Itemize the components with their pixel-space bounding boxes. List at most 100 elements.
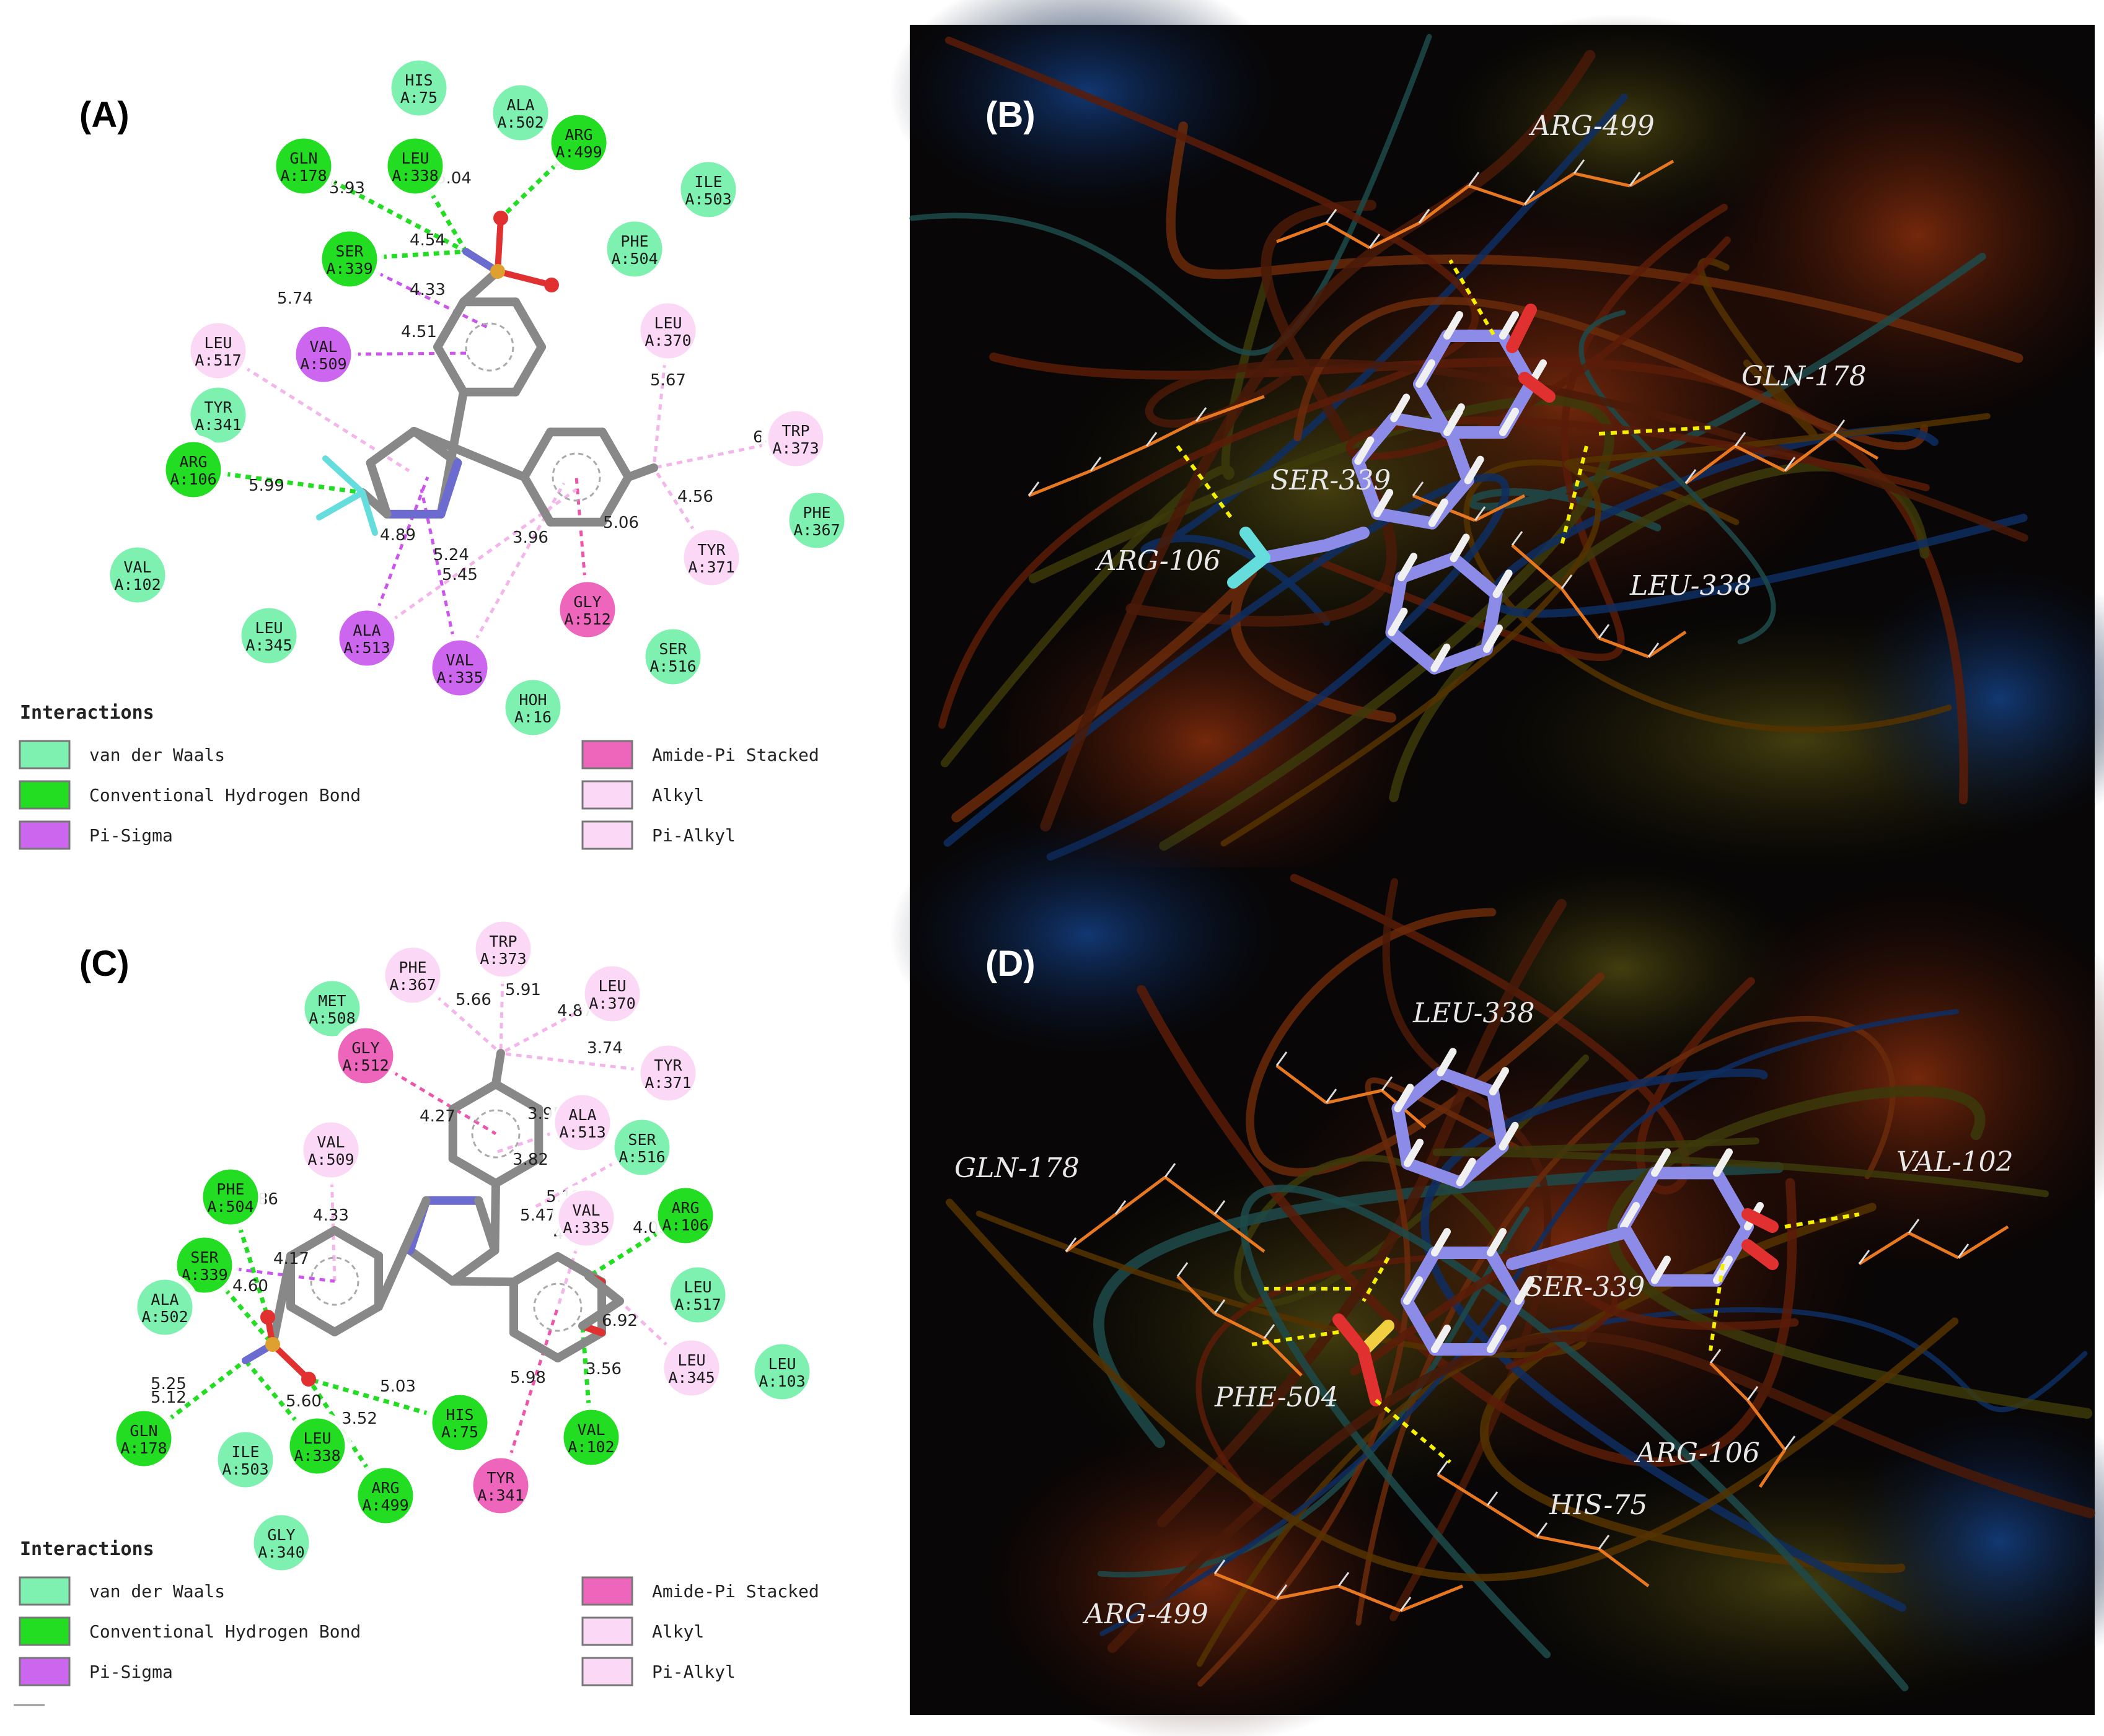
hydrogen-stick: [1437, 1460, 1449, 1475]
residue-label-3d: GLN-178: [1741, 361, 1867, 392]
ligand-bond: [359, 489, 378, 536]
residue-disk: [188, 321, 248, 380]
residue-disk: [288, 1416, 347, 1476]
distance-label: 3.96: [513, 528, 548, 547]
distance-label: 5.93: [329, 179, 365, 198]
ligand-bond: [322, 455, 366, 496]
residue-name: ALA: [151, 1291, 178, 1309]
distance-label: 5.06: [603, 514, 639, 532]
residue-id: A:367: [793, 521, 840, 539]
interaction-line-alkyl: [652, 467, 713, 559]
panel-b-protein-ribbons: [889, 0, 2104, 902]
distance-label: 3.82: [513, 1151, 548, 1169]
ligand-bond: [584, 1272, 624, 1305]
distance-label: 4.51: [401, 323, 437, 341]
distance-label: 5.91: [505, 981, 541, 999]
residue-id: A:340: [258, 1543, 304, 1561]
residue-disk: [557, 1188, 616, 1248]
residue-id: A:102: [568, 1438, 614, 1456]
residue-name: TYR: [654, 1056, 682, 1074]
residue-disk: [549, 113, 609, 172]
hydrogen-stick: [1114, 1200, 1127, 1215]
residue-stick-bond: [1784, 432, 1836, 472]
protein-backbone-coil: [1345, 236, 1930, 491]
ligand-bond: [448, 1080, 500, 1113]
residue-name: ARG: [371, 1479, 399, 1497]
legend-label: Conventional Hydrogen Bond: [89, 1621, 361, 1642]
legend-item-alkyl: Alkyl: [581, 1616, 704, 1646]
ligand-bond: [405, 1246, 457, 1286]
ligand-stick-bond: [1506, 1227, 1630, 1270]
ligand-bond: [459, 267, 502, 307]
hydrogen-stick: [1957, 1243, 1970, 1258]
ligand-hydrogen: [1487, 1324, 1507, 1353]
residue-stick-bond: [1734, 444, 1786, 473]
ligand-stick-bond: [1518, 372, 1556, 403]
hydrogen-stick: [1709, 1349, 1722, 1364]
residue-id: A:102: [114, 576, 161, 594]
legend-item-pi-sigma: Pi-Sigma: [19, 820, 173, 850]
residue-stick-bond: [1598, 636, 1649, 659]
protein-backbone-coil: [1145, 359, 2028, 542]
residue-stick-bond: [1338, 1584, 1401, 1613]
aromatic-ring-marker: [552, 452, 601, 502]
legend-label: Amide-Pi Stacked: [652, 1581, 819, 1602]
distance-label: 5.25: [151, 1375, 187, 1393]
hydrogen-stick: [1213, 1299, 1226, 1314]
residue-id: A:335: [563, 1219, 609, 1237]
distance-label: 5.98: [510, 1369, 546, 1387]
aromatic-ring-marker: [471, 1109, 521, 1159]
residue-stick-bond: [1709, 1362, 1749, 1401]
residue-label-3d: GLN-178: [954, 1152, 1080, 1184]
ligand-hydrogen: [1398, 553, 1418, 582]
residue-disk: [188, 385, 248, 445]
distance-label: 5.24: [433, 546, 469, 564]
residue-disk: [503, 678, 563, 737]
residue-id: A:75: [441, 1423, 478, 1441]
ligand-hydrogen: [1464, 455, 1484, 484]
interaction-line-hbond: [588, 1214, 687, 1278]
residue-id: A:106: [662, 1216, 708, 1234]
residue-stick-bond: [1684, 445, 1736, 484]
panel-c-ligand-structure: [242, 1049, 624, 1387]
ligand-stick-bond: [1385, 626, 1441, 675]
ligand-bond: [474, 1196, 500, 1255]
ligand-hydrogen: [1482, 624, 1503, 653]
residue-name: TRP: [489, 932, 517, 950]
ligand-bond: [491, 1154, 544, 1188]
ligand-stick-bond: [1486, 1085, 1509, 1153]
interaction-line-alkyl: [500, 1051, 669, 1075]
ligand-bond: [448, 1154, 500, 1188]
ligand-stick-bond: [1741, 1208, 1779, 1233]
distance-label: 5.45: [442, 566, 478, 584]
residue-disk: [612, 1118, 672, 1177]
residue-name: ARG: [179, 453, 207, 471]
protein-backbone-coil: [1239, 1185, 1909, 1691]
residue-disk: [662, 1338, 721, 1398]
residue-id: A:371: [688, 558, 734, 576]
ligand-hydrogen: [1456, 1157, 1476, 1186]
legend-item-pi-alkyl: Pi-Alkyl: [581, 820, 736, 850]
ligand-bond: [433, 297, 468, 351]
residue-disk: [583, 964, 642, 1024]
residue-name: LEU: [654, 314, 682, 332]
residue-disk: [471, 1456, 530, 1515]
residue-id: A:516: [618, 1148, 665, 1166]
residue-name: LEU: [255, 619, 283, 637]
ligand-hydrogen: [1499, 1121, 1519, 1151]
residue-disk: [473, 919, 533, 979]
ligand-stick-bond: [1258, 539, 1332, 564]
ligand-hydrogen: [1443, 407, 1463, 436]
interaction-line-hbond: [580, 1325, 594, 1438]
residue-label-3d: SER-339: [1270, 465, 1391, 496]
